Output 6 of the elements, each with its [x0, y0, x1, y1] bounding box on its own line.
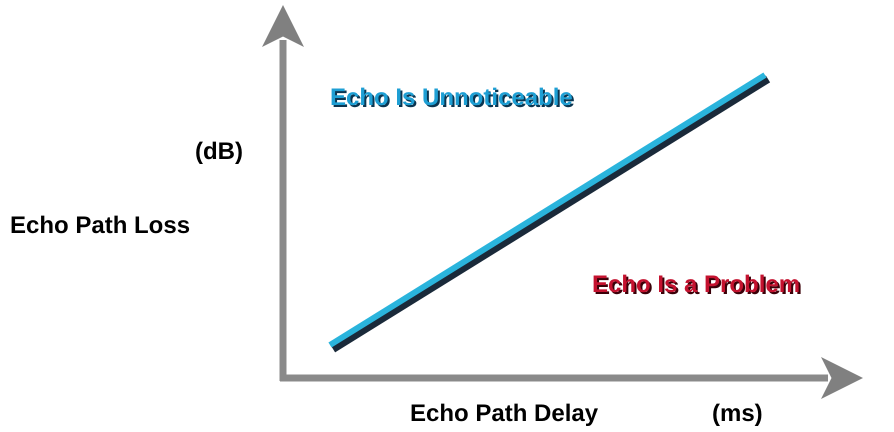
region-label: Echo Is a Problem	[592, 271, 800, 299]
axis-unit: (dB)	[195, 138, 243, 166]
axis-label: Echo Path Loss	[10, 212, 190, 240]
axis-label: Echo Path Delay	[410, 400, 598, 428]
axis-unit: (ms)	[712, 400, 763, 428]
region-label: Echo Is Unnoticeable	[330, 84, 573, 112]
